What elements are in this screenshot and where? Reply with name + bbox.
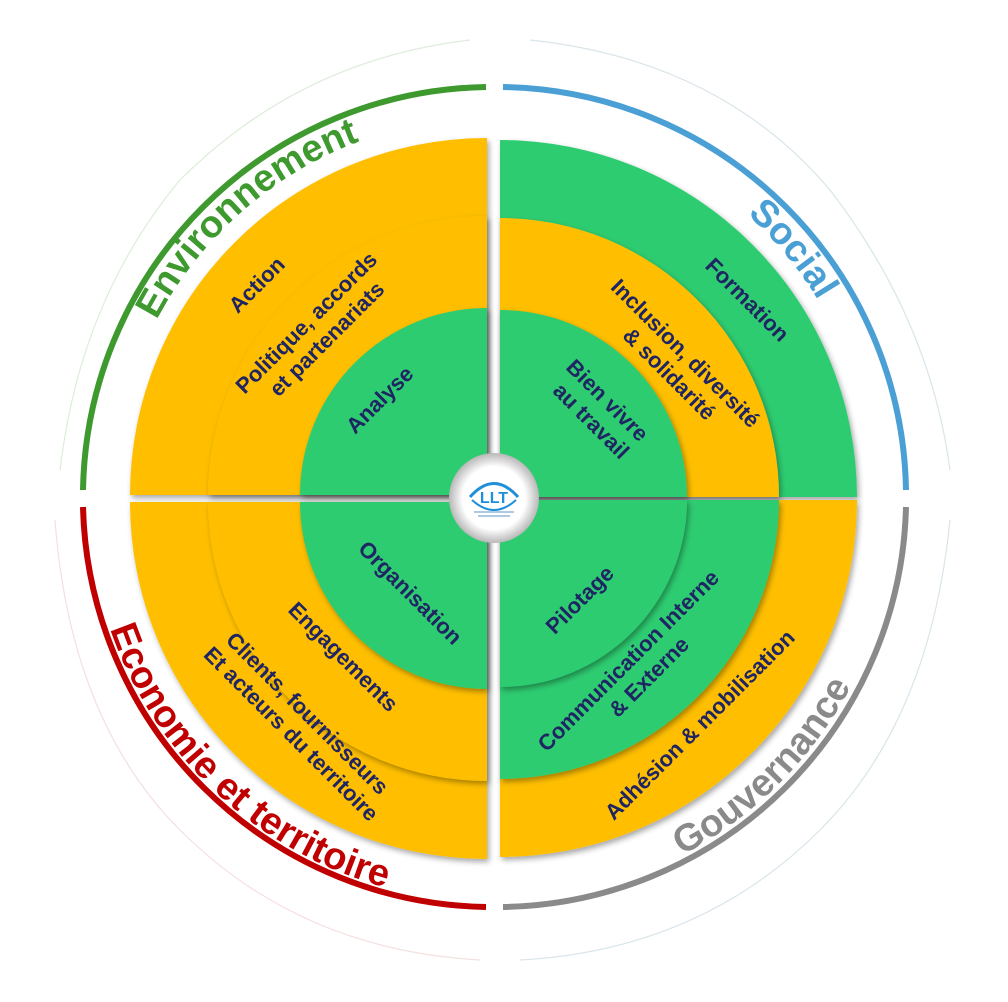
center-logo: LLT xyxy=(449,453,539,543)
outer-ring xyxy=(80,84,909,910)
inner-sector xyxy=(300,308,487,495)
eye-icon xyxy=(468,482,520,499)
inner-sector xyxy=(300,502,487,689)
background-illustration xyxy=(54,39,951,961)
inner-sector xyxy=(500,500,687,687)
quadrant-social: Formation Inclusion, diversité & solidar… xyxy=(500,140,857,497)
quadrant-gouvernance: Pilotage Communication Interne & Externe… xyxy=(500,500,857,857)
quadrant-environnement: Action Politique, accords et partenariat… xyxy=(130,138,487,495)
inner-sector xyxy=(500,310,687,497)
ring-arc-gouvernance xyxy=(502,506,909,910)
quadrant-economie: Organisation Engagements Clients, fourni… xyxy=(130,502,487,859)
svg-text:LLT: LLT xyxy=(480,490,508,507)
ring-arc-environnement xyxy=(80,84,487,491)
ring-arc-economie xyxy=(80,506,487,910)
ring-arc-social xyxy=(502,84,909,491)
